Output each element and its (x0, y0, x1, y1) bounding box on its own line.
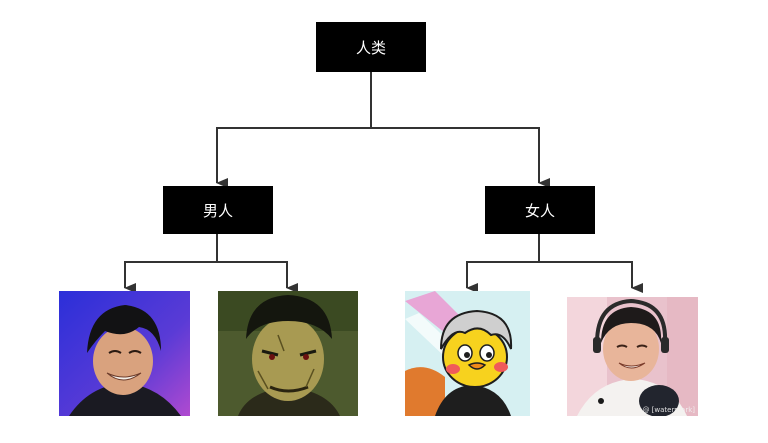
node-man-label: 男人 (202, 201, 233, 220)
connector-woman-to-photo-4 (539, 261, 643, 293)
node-man: 男人 (163, 186, 273, 234)
smiling-woman-photo: @ [watermark] (567, 297, 698, 416)
node-human-label: 人类 (355, 38, 386, 57)
cartoon-chick-avatar (405, 291, 530, 416)
node-woman: 女人 (485, 186, 595, 234)
connector-woman-to-photo-3 (466, 261, 539, 293)
smiling-man-photo (59, 291, 190, 416)
node-human: 人类 (316, 22, 426, 72)
anime-man-portrait (218, 291, 358, 416)
watermark-text: @ [watermark] (642, 406, 695, 414)
connector-root-to-woman (371, 127, 550, 188)
connector-root-to-man (216, 127, 371, 188)
connector-man-to-photo-1 (124, 261, 217, 293)
node-woman-label: 女人 (524, 201, 555, 220)
connector-man-to-photo-2 (217, 261, 298, 293)
